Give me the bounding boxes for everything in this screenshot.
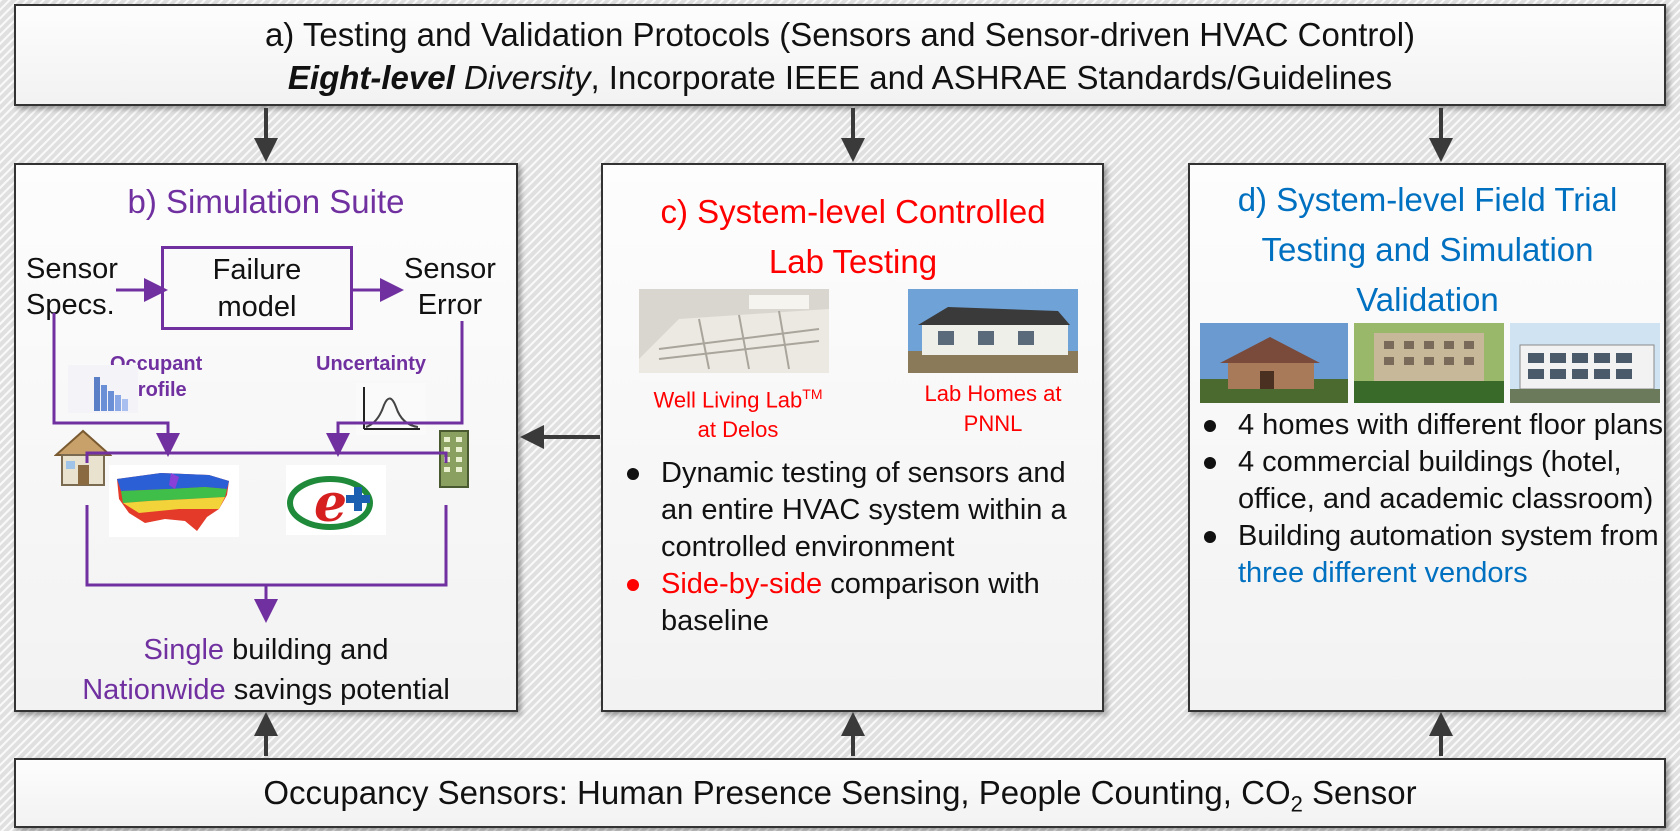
- failure-model-line2: model: [217, 291, 297, 323]
- well-caption-line2: at Delos: [697, 417, 779, 443]
- field-title-line3: Validation: [1356, 281, 1499, 318]
- single-text: Single: [143, 634, 225, 666]
- field-home-photo: [1200, 323, 1348, 403]
- failure-model-line1: Failure: [212, 254, 302, 286]
- occupancy-sensors-box: Occupancy Sensors: Human Presence Sensin…: [14, 758, 1666, 828]
- bullet-dot: [1204, 531, 1216, 543]
- bullet-text: 4 homes with different floor plans: [1238, 409, 1664, 441]
- lab-testing-box: c) System-level Controlled Lab Testing W…: [601, 163, 1104, 712]
- occupant-profile-chart-icon: [68, 365, 138, 413]
- sensor-specs-label: Sensor Specs.: [26, 251, 118, 323]
- lab-homes-line2: PNNL: [963, 411, 1023, 436]
- well-caption-line1: Well Living LabTM: [623, 379, 853, 415]
- lab-title-line1: c) System-level Controlled: [660, 193, 1046, 230]
- field-title-line2: Testing and Simulation: [1261, 231, 1594, 268]
- bullet-dot: [627, 468, 639, 480]
- bullet-dot: [1204, 420, 1216, 432]
- field-hotel-photo: [1354, 323, 1504, 403]
- diversity-text: Diversity: [454, 59, 591, 96]
- field-title-line1: d) System-level Field Trial: [1237, 181, 1618, 218]
- well-living-lab-caption: Well Living LabTM at Delos: [623, 379, 853, 445]
- list-item: 4 commercial buildings (hotel, office, a…: [1194, 444, 1664, 518]
- uncertainty-label: Uncertainty: [316, 353, 427, 375]
- list-item: Dynamic testing of sensors and an entire…: [617, 455, 1087, 566]
- us-climate-map-icon: [109, 465, 239, 537]
- protocols-title: a) Testing and Validation Protocols (Sen…: [264, 16, 1416, 53]
- occupancy-sensors-text: Occupancy Sensors: Human Presence Sensin…: [263, 774, 1291, 811]
- nationwide-text: Nationwide: [82, 674, 226, 706]
- testing-protocols-box: a) Testing and Validation Protocols (Sen…: [14, 4, 1666, 106]
- lab-title-line2: Lab Testing: [768, 243, 938, 280]
- field-trial-title: d) System-level Field Trial Testing and …: [1195, 175, 1660, 325]
- simulation-suite-title: b) Simulation Suite: [127, 183, 405, 220]
- bullet-text: Building automation system from: [1238, 520, 1659, 552]
- lab-homes-line1: Lab Homes at: [924, 381, 1062, 406]
- lab-testing-bullets: Dynamic testing of sensors and an entire…: [617, 455, 1087, 640]
- protocols-subtitle: Eight-level Diversity, Incorporate IEEE …: [16, 56, 1664, 99]
- trademark-text: TM: [802, 386, 823, 402]
- occupant-line2: profile: [125, 379, 187, 401]
- well-living-lab-photo: [639, 289, 829, 373]
- list-item: 4 homes with different floor plans: [1194, 407, 1664, 444]
- bullet-dot: [627, 579, 639, 591]
- building-and-text: building and: [224, 634, 389, 666]
- svg-text:e: e: [314, 473, 347, 534]
- sensor-specs-line1: Sensor: [26, 253, 118, 285]
- lab-testing-title: c) System-level Controlled Lab Testing: [613, 187, 1093, 287]
- bullet-text: comparison with baseline: [661, 568, 1040, 637]
- sensor-suffix-text: Sensor: [1302, 774, 1417, 811]
- sensor-error-label: Sensor Error: [404, 251, 496, 323]
- side-by-side-text: Side-by-side: [661, 568, 823, 600]
- energyplus-logo-icon: e: [286, 465, 386, 535]
- list-item: Building automation system from three di…: [1194, 518, 1664, 592]
- savings-line1: Single building and: [16, 630, 516, 670]
- sensor-error-line1: Sensor: [404, 253, 496, 285]
- standards-text: , Incorporate IEEE and ASHRAE Standards/…: [590, 59, 1393, 96]
- savings-potential-text: Single building and Nationwide savings p…: [16, 630, 516, 710]
- house-icon: [54, 429, 112, 486]
- field-trial-box: d) System-level Field Trial Testing and …: [1188, 163, 1666, 712]
- sensor-error-line2: Error: [417, 289, 483, 321]
- lab-homes-photo: [908, 289, 1078, 373]
- well-caption-text: Well Living Lab: [653, 387, 803, 413]
- lab-homes-caption: Lab Homes at PNNL: [903, 379, 1083, 439]
- co2-subscript: 2: [1290, 791, 1303, 817]
- field-trial-bullets: 4 homes with different floor plans 4 com…: [1194, 407, 1664, 592]
- savings-text: savings potential: [225, 674, 450, 706]
- list-item: Side-by-side comparison with baseline: [617, 566, 1087, 640]
- field-office-photo: [1510, 323, 1660, 403]
- simulation-suite-box: b) Simulation Suite Sensor Specs. Failur…: [14, 163, 518, 712]
- simulation-flow-arrows: [52, 278, 464, 623]
- bullet-dot: [1204, 457, 1216, 469]
- failure-model-box: Failure model: [161, 246, 353, 330]
- bullet-text: 4 commercial buildings (hotel, office, a…: [1238, 446, 1654, 515]
- sensor-specs-line2: Specs.: [26, 289, 115, 321]
- bullet-text: Dynamic testing of sensors and an entire…: [661, 457, 1067, 563]
- eight-level-text: Eight-level: [287, 59, 455, 96]
- savings-line2: Nationwide savings potential: [16, 670, 516, 710]
- three-vendors-text: three different vendors: [1238, 557, 1528, 589]
